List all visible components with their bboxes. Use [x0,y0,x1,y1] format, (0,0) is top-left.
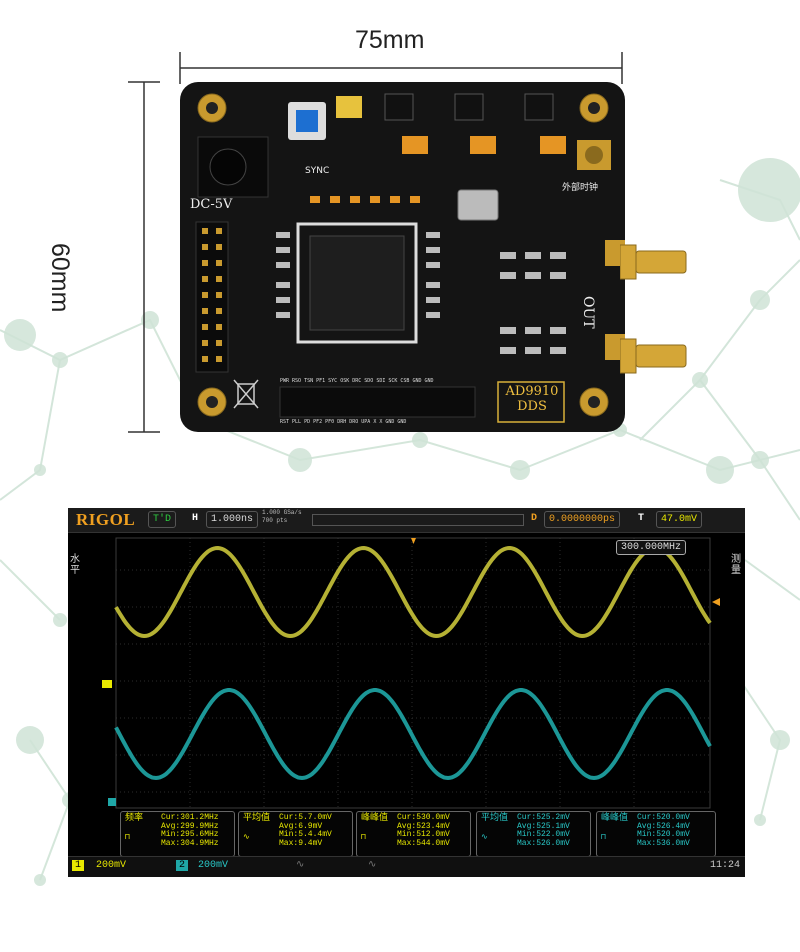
bottom-header-bottom-pins: RST PLL PD PF2 PF0 DRH DRO UPA X X GND G… [280,419,407,425]
pulse-icon: ⊓ [125,833,130,842]
ch2-badge[interactable]: 2 [176,860,189,871]
ch2-scale[interactable]: 200mV [198,860,229,871]
meas-avg: Avg:526.4mV [637,821,690,831]
oscilloscope-screen: RIGOL T'D H 1.000ns 1.000 GSa/s 700 pts … [68,508,745,877]
measurement-label: 平均值 [481,813,509,823]
meas-cur: Cur:525.2mV [517,813,570,822]
meas-max: Max:9.4mV [279,838,323,848]
meas-max: Max:526.0mV [517,838,570,848]
pulse-icon: ⊓ [361,833,366,842]
memory-bar [312,514,524,526]
trigger-label: T [638,513,645,524]
measurement-label: 峰峰值 [361,813,389,823]
ad9910-dds-board [180,82,625,432]
meas-min: Min:512.0mV [397,830,450,840]
clock: 11:24 [710,860,741,871]
meas-min: Min:295.6MHz [161,830,219,840]
dimension-lines [128,52,623,433]
horizontal-side-label[interactable]: 水平 [70,554,80,576]
measurement-label: 平均值 [243,813,271,823]
scope-bottom-bar: 1 200mV 2 200mV ∿ ∿ 11:24 [68,856,745,877]
run-state-badge[interactable]: T'D [148,511,177,528]
ch1-waveform [114,545,712,639]
scope-top-bar: RIGOL T'D H 1.000ns 1.000 GSa/s 700 pts … [68,508,745,533]
measure-side-label[interactable]: 测量 [731,554,741,576]
timebase-value[interactable]: 1.000ns [206,511,259,528]
meas-avg: Avg:525.1mV [517,821,570,831]
meas-max: Max:544.0mV [397,838,450,848]
ch1-badge[interactable]: 1 [72,860,85,871]
pulse-icon: ⊓ [601,833,606,842]
meas-cur: Cur:301.2MHz [161,813,219,822]
delay-value[interactable]: 0.0000000ps [544,511,621,528]
sample-rate: 1.000 GSa/s [262,509,302,516]
meas-cur: Cur:5.7.0mV [279,813,332,822]
out-label: OUT [580,296,596,329]
ch2-ground-marker [108,798,116,806]
ch2-waveform [114,688,712,781]
meas-cur: Cur:520.0mV [637,813,690,822]
ch1-scale[interactable]: 200mV [96,860,127,871]
external-clock-label: 外部时钟 [562,183,599,193]
measurement-label: 频率 [125,813,144,823]
bottom-header-top-pins: PWR RSO TSN PF1 SYC OSK DRC SDO SDI SCK … [280,378,434,384]
ch1-ground-marker [102,680,112,688]
meas-min: Min:5.4.4mV [279,830,332,840]
height-dimension-label: 60mm [46,243,74,313]
width-dimension-label: 75mm [355,26,425,54]
dc-input-label: DC-5V [190,197,233,212]
cursor-readout: 300.000MHz [616,540,687,555]
measurement-label: 峰峰值 [601,813,629,823]
meas-avg: Avg:523.4mV [397,821,450,831]
waveform-area [102,537,720,809]
dds-label: DDS [517,399,547,414]
trigger-level[interactable]: 47.0mV [656,511,703,528]
meas-min: Min:522.0mV [517,830,570,840]
meas-cur: Cur:530.0mV [397,813,450,822]
horizontal-label: H [192,513,199,524]
memory-depth: 700 pts [262,517,288,524]
sync-label: SYNC [305,166,330,176]
sma-out-connectors [620,244,687,374]
meas-max: Max:304.9MHz [161,838,219,848]
ch4-sine-icon[interactable]: ∿ [368,860,377,871]
trigger-level-marker [712,598,720,606]
chip-name-label: AD9910 [505,384,559,399]
trigger-position-marker [411,538,416,544]
meas-avg: Avg:299.9MHz [161,821,219,831]
meas-min: Min:520.0mV [637,830,690,840]
meas-avg: Avg:6.9mV [279,821,323,831]
delay-label: D [531,513,538,524]
rigol-logo: RIGOL [76,510,136,529]
ch3-sine-icon[interactable]: ∿ [296,860,305,871]
sine-icon: ∿ [481,833,488,842]
meas-max: Max:536.0mV [637,838,690,848]
sine-icon: ∿ [243,833,250,842]
